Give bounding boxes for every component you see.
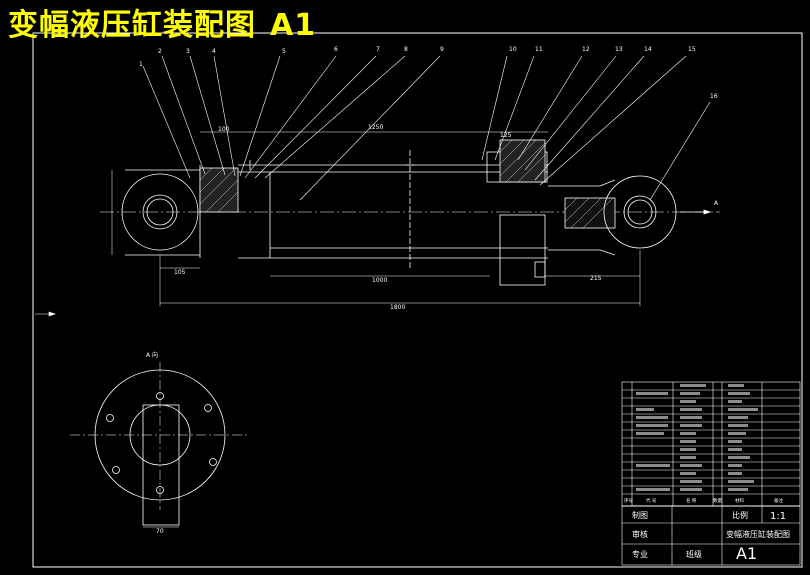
header-name: 名 称 bbox=[686, 497, 697, 504]
balloon-5: 5 bbox=[282, 48, 286, 55]
balloon-1: 1 bbox=[139, 61, 143, 68]
dim-nut-width: 125 bbox=[500, 132, 512, 139]
title-block bbox=[621, 381, 801, 566]
scale-value: 1:1 bbox=[770, 511, 786, 522]
parts-list-rows bbox=[636, 384, 758, 491]
balloon-2: 2 bbox=[158, 48, 162, 55]
balloon-12: 12 bbox=[582, 46, 590, 53]
balloon-11: 11 bbox=[535, 46, 543, 53]
section-a-label: A bbox=[714, 200, 719, 207]
class-label: 班级 bbox=[686, 549, 702, 559]
balloon-14: 14 bbox=[644, 46, 652, 53]
drawing-title: 变幅液压缸装配图 A1 bbox=[8, 8, 316, 44]
dim-stroke-top: 1250 bbox=[368, 124, 383, 131]
a-view bbox=[70, 362, 250, 528]
title-block-sheet-size: A1 bbox=[736, 544, 757, 563]
dimension-texts: 1250 105 1000 1800 215 100 125 A bbox=[174, 124, 719, 311]
drawn-label: 制图 bbox=[632, 510, 648, 520]
header-code: 代 号 bbox=[646, 497, 657, 504]
dim-total-length: 1800 bbox=[390, 304, 405, 311]
balloon-7: 7 bbox=[376, 46, 380, 53]
leader-lines bbox=[142, 55, 711, 201]
dim-stroke: 1000 bbox=[372, 277, 387, 284]
dim-right-offset: 215 bbox=[590, 275, 602, 282]
title-block-fields: 制图 比例 1:1 审核 变幅液压缸装配图 专业 班级 A1 bbox=[632, 510, 790, 563]
check-label: 审核 bbox=[632, 529, 648, 539]
title-block-headers: 序号 代 号 名 称 数量 材料 备注 bbox=[624, 497, 783, 504]
balloon-9: 9 bbox=[440, 46, 444, 53]
header-remark: 备注 bbox=[774, 497, 783, 504]
dimension-lines bbox=[111, 131, 641, 306]
balloon-6: 6 bbox=[334, 46, 338, 53]
dim-bore-top: 100 bbox=[218, 126, 230, 133]
header-material: 材料 bbox=[735, 497, 744, 504]
dim-a-view-width: 70 bbox=[156, 528, 164, 535]
sheet-border bbox=[32, 32, 803, 568]
header-seq: 序号 bbox=[624, 497, 633, 504]
major-label: 专业 bbox=[632, 549, 648, 559]
balloon-8: 8 bbox=[404, 46, 408, 53]
dim-left-offset: 105 bbox=[174, 269, 186, 276]
balloon-15: 15 bbox=[688, 46, 696, 53]
balloon-10: 10 bbox=[509, 46, 517, 53]
view-arrow bbox=[35, 311, 56, 317]
sheet-size-label: A1 bbox=[270, 8, 317, 43]
a-view-title: A 向 bbox=[146, 351, 158, 359]
balloon-13: 13 bbox=[615, 46, 623, 53]
scale-label: 比例 bbox=[732, 510, 748, 520]
part-balloons: 1 2 3 4 5 6 7 8 9 10 11 12 13 14 15 16 bbox=[139, 46, 718, 100]
header-qty: 数量 bbox=[713, 497, 722, 504]
balloon-3: 3 bbox=[186, 48, 190, 55]
drawing-title-text: 变幅液压缸装配图 bbox=[8, 8, 256, 43]
cylinder-main-view bbox=[100, 139, 720, 286]
balloon-16: 16 bbox=[710, 93, 718, 100]
balloon-4: 4 bbox=[212, 48, 216, 55]
drawing-name: 变幅液压缸装配图 bbox=[726, 529, 790, 539]
